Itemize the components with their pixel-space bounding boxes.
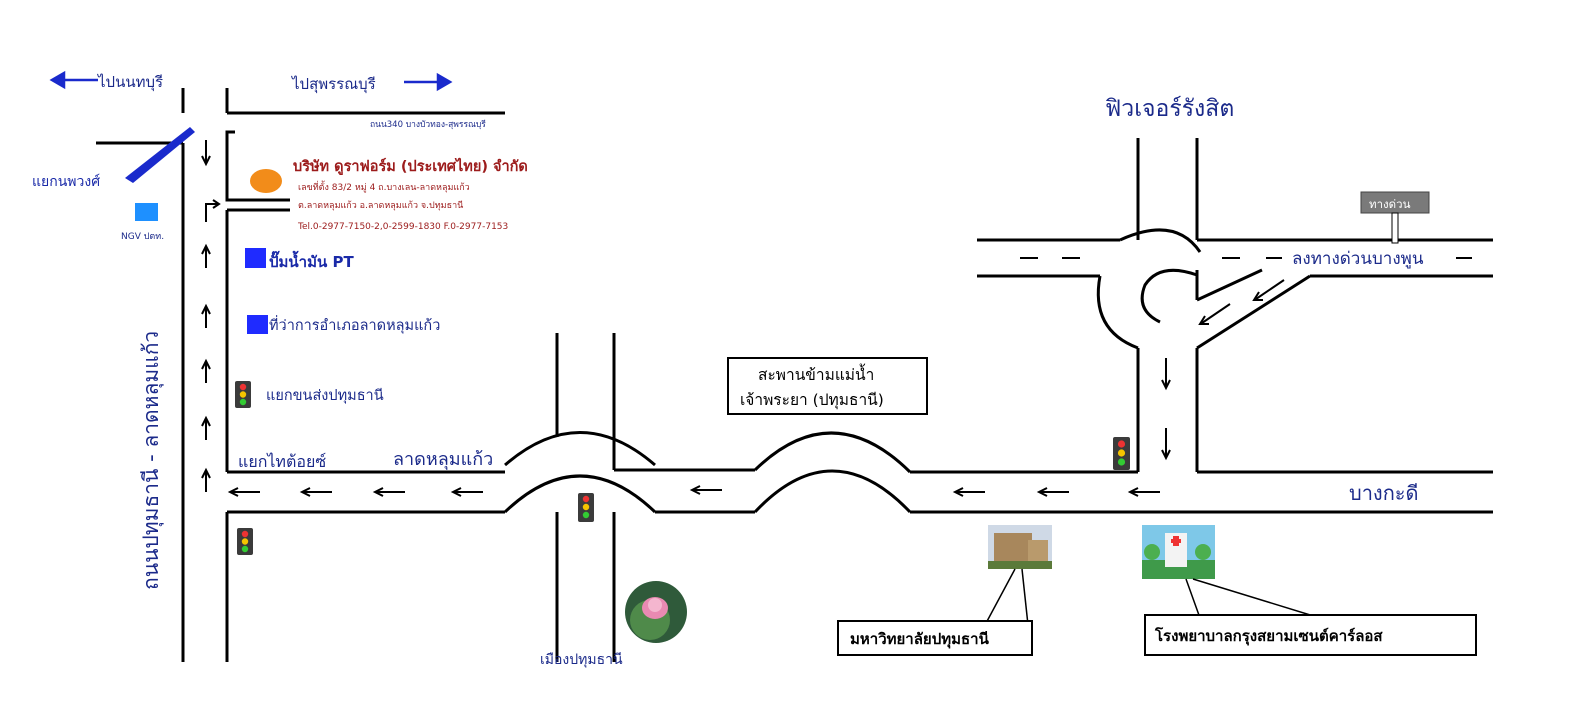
transport-junction-label: แยกขนส่งปทุมธานี [266,387,384,404]
lotus-image [625,581,687,643]
company-address-1: เลขที่ตั้ง 83/2 หมู่ 4 ถ.บางเลน-ลาดหลุมแ… [298,180,470,193]
markers [135,169,282,334]
pt-station-marker [245,248,266,268]
hospital-callout [1144,578,1477,656]
bridge-chao-phraya [753,431,1493,514]
traffic-light-icon [578,493,594,522]
thai-toys-junction-label: แยกไทต้อยซ์ [238,452,326,471]
expressway-down-label: ลงทางด่วนบางพูน [1292,249,1424,269]
expressway-sign-label: ทางด่วน [1369,197,1411,211]
hospital-label: โรงพยาบาลกรุงสยามเซนต์คาร์ลอส [1154,626,1383,646]
ngv-label: NGV ปตท. [121,232,164,242]
pt-station-label: ปั๊มน้ำมัน PT [269,250,354,271]
company-address-2: ต.ลาดหลุมแก้ว อ.ลาดหลุมแก้ว จ.ปทุมธานี [298,200,463,211]
to-nonthaburi-label: ไปนนทบุรี [97,73,163,92]
university-label: มหาวิทยาลัยปทุมธานี [850,630,990,649]
company-marker [250,169,282,193]
lat-lum-kaeo-label: ลาดหลุมแก้ว [393,449,493,470]
roundabout-area [977,138,1493,474]
university-callout [837,568,1033,656]
road-network-left [96,88,505,662]
bridge-label-line2: เจ้าพระยา (ปทุมธานี) [740,391,884,410]
ngv-marker [135,203,158,221]
road-340-label: ถนน340 บางบัวทอง-สุพรรณบุรี [370,119,486,130]
phuang-junction-marker [125,127,195,183]
to-suphanburi-label: ไปสุพรรณบุรี [291,75,376,94]
bridge-label-line1: สะพานข้ามแม่น้ำ [758,363,874,384]
traffic-light-icon [1113,437,1130,470]
expressway-sign [1360,191,1430,244]
mueang-pathum-label: เมืองปทุมธานี [540,652,623,668]
district-office-marker [247,315,268,334]
labels: ไปนนทบุรี ไปสุพรรณบุรี ถนน340 บางบัวทอง-… [32,73,1424,668]
traffic-arrows [49,70,1285,497]
traffic-light-icon [237,528,253,555]
hospital-image [1142,525,1215,579]
district-office-label: ที่ว่าการอำเภอลาดหลุมแก้ว [269,315,440,334]
phuang-junction-label: แยกนพวงศ์ [32,173,100,190]
bridge-mueang [503,333,755,662]
main-road-label: ถนนปทุมธานี - ลาดหลุมแก้ว [139,331,164,590]
company-phone: Tel.0-2977-7150-2,0-2599-1830 F.0-2977-7… [297,222,508,232]
future-rangsit-label: ฟิวเจอร์รังสิต [1105,95,1234,122]
traffic-lights [235,381,1130,555]
bridge-callout [727,357,928,415]
traffic-light-icon [235,381,251,408]
university-image [988,525,1052,569]
bang-kadi-label: บางกะดี [1349,481,1419,505]
company-name: บริษัท ดูราฟอร์ม (ประเทศไทย) จำกัด [293,157,528,175]
